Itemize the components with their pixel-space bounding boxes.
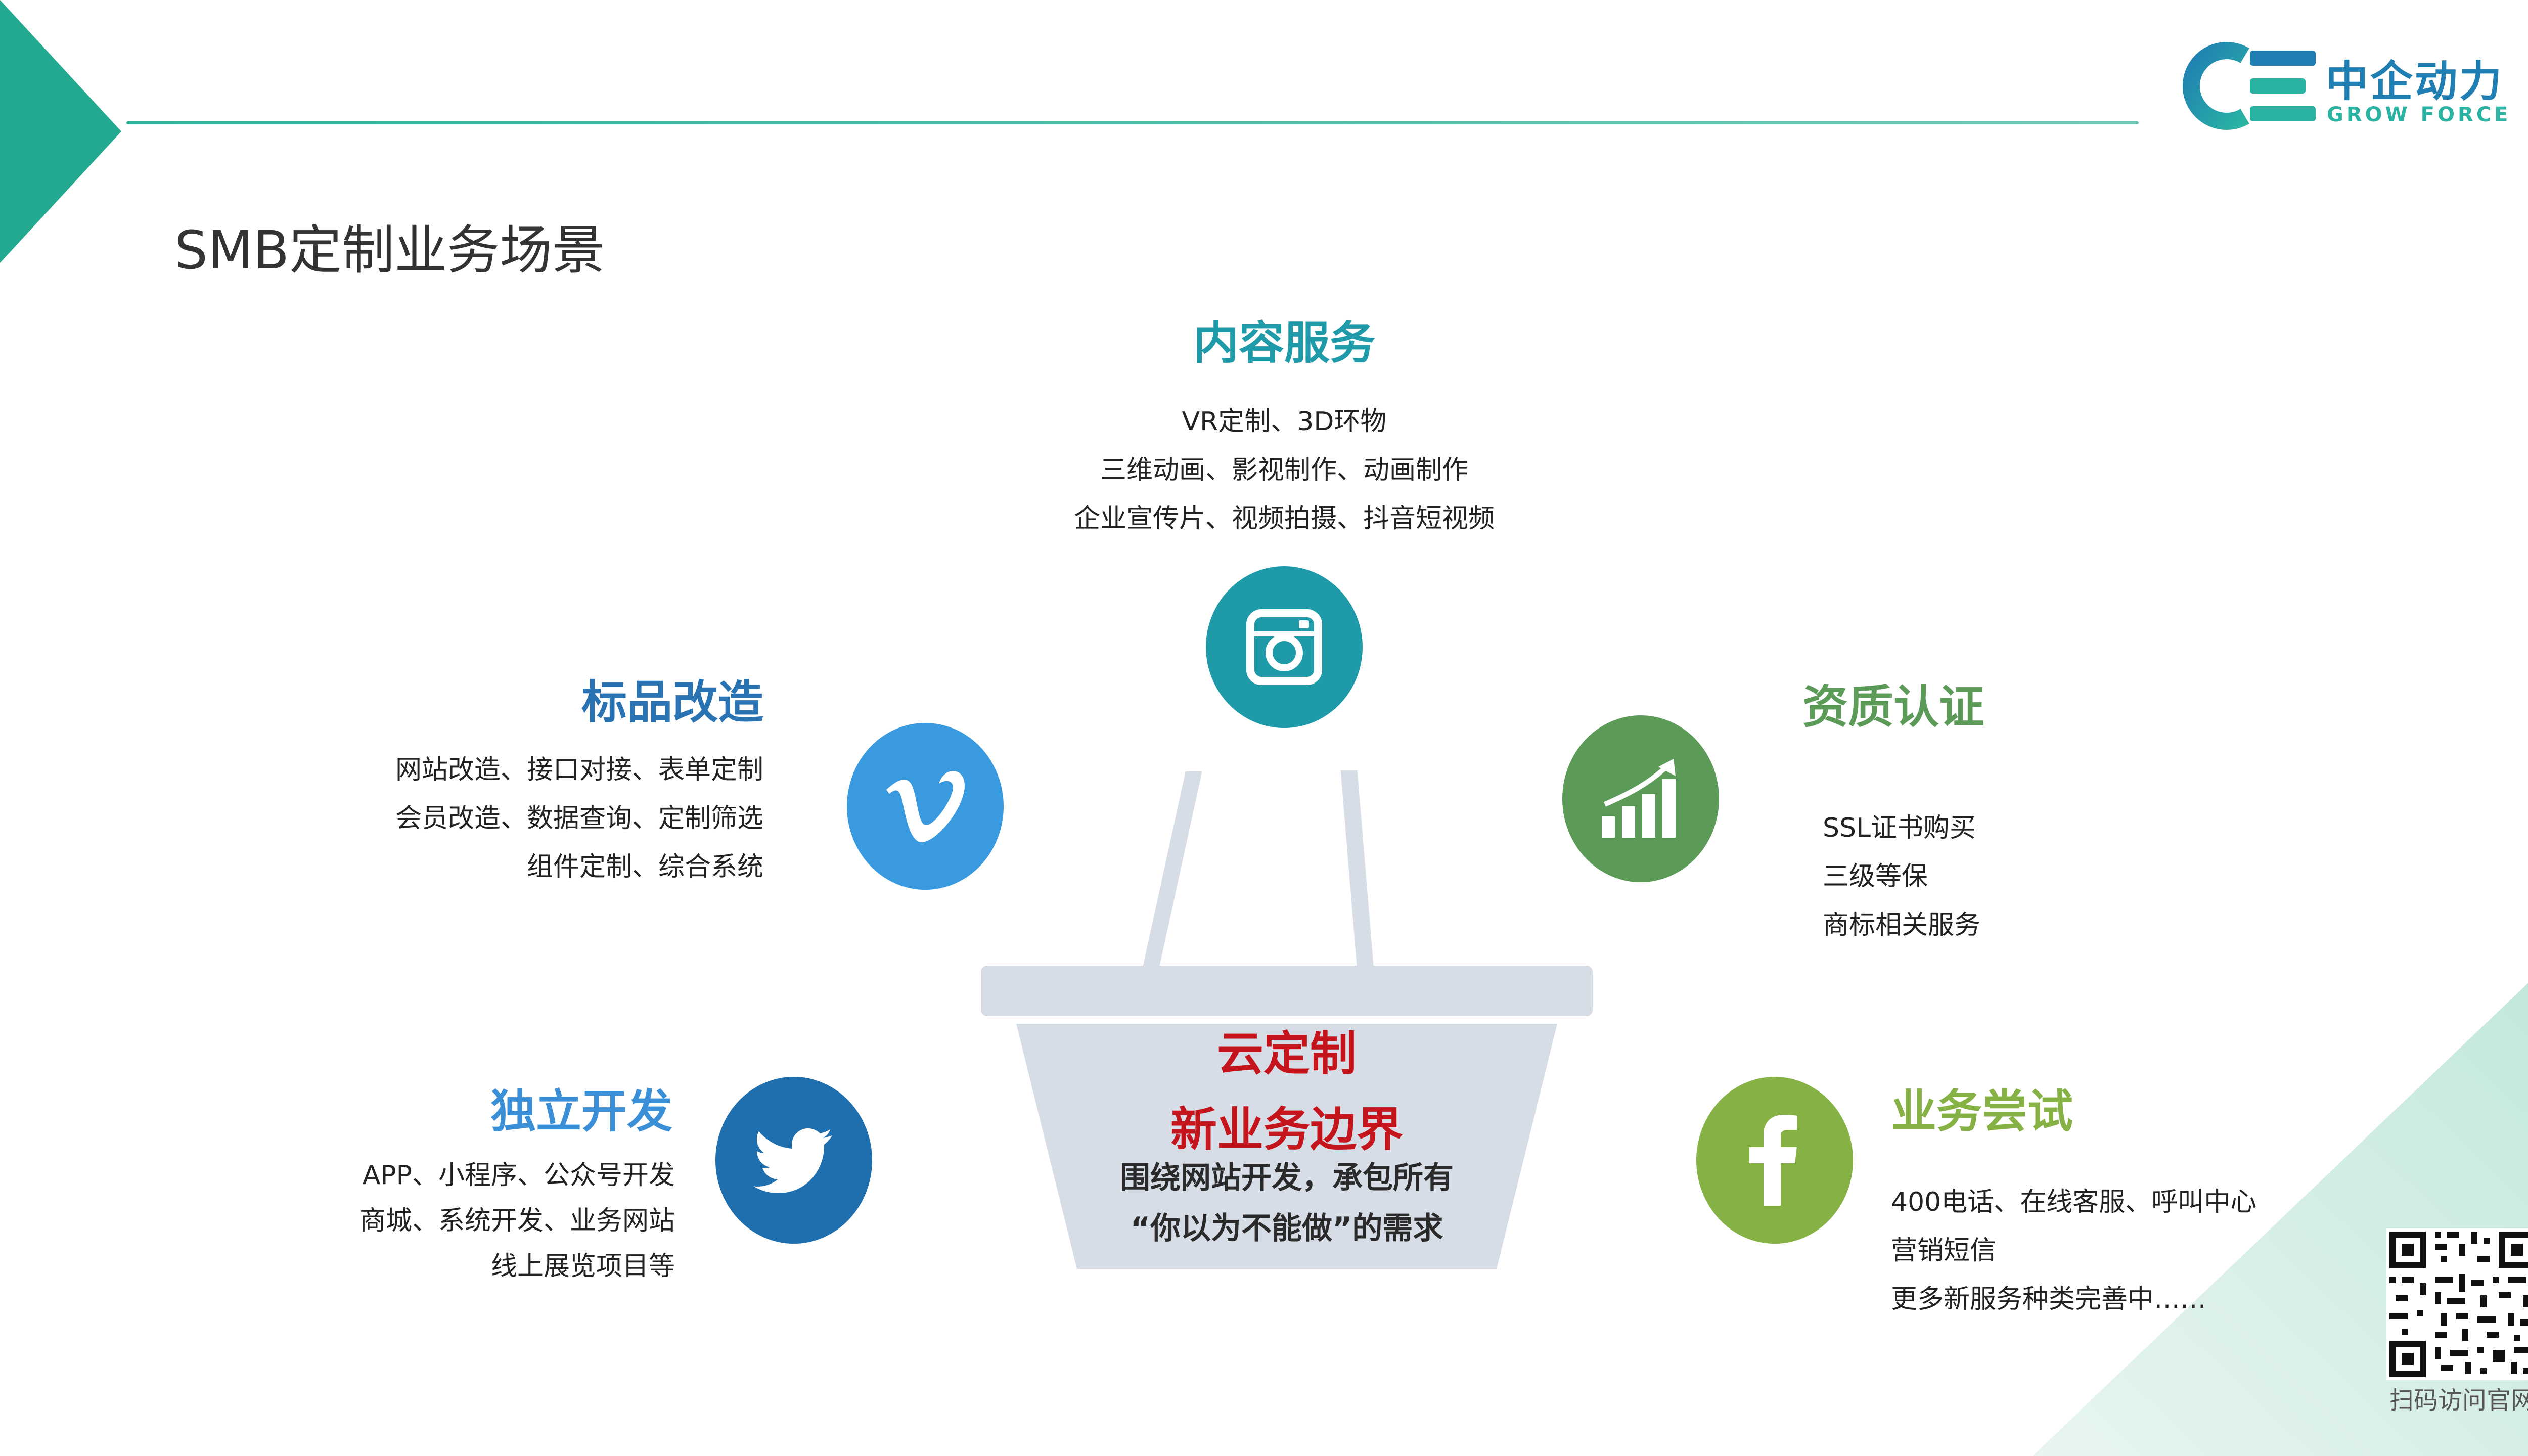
standard-modify-title: 标品改造 <box>581 676 763 729</box>
header-divider <box>126 121 2139 124</box>
list-item: 商城、系统开发、业务网站 <box>359 1206 675 1236</box>
qualification-icon-badge <box>1562 715 1719 882</box>
list-item: 网站改造、接口对接、表单定制 <box>395 755 763 785</box>
standard-modify-icon-badge <box>847 723 1004 890</box>
independent-dev-icon-badge <box>715 1077 872 1244</box>
list-item: APP、小程序、公众号开发 <box>362 1160 675 1191</box>
content-service-list: VR定制、3D环物 三维动画、影视制作、动画制作 企业宣传片、视频拍摄、抖音短视… <box>930 397 1638 543</box>
list-item: 三维动画、影视制作、动画制作 <box>1100 455 1468 485</box>
page-title: SMB定制业务场景 <box>174 219 605 281</box>
qr-code-icon <box>2386 1228 2528 1380</box>
facebook-icon <box>1749 1115 1797 1206</box>
qr-code[interactable] <box>2386 1228 2528 1380</box>
business-trial-title: 业务尝试 <box>1891 1085 2073 1138</box>
basket-description: 围绕网站开发，承包所有 “你以为不能做”的需求 <box>976 1153 1598 1254</box>
basket-title-cloud: 云定制 <box>1216 1027 1357 1081</box>
independent-dev-title: 独立开发 <box>490 1085 672 1138</box>
twitter-icon <box>753 1128 832 1193</box>
logo-name-en: GROW FORCE <box>2327 103 2511 126</box>
list-item: 企业宣传片、视频拍摄、抖音短视频 <box>1073 504 1495 534</box>
list-item: 400电话、在线客服、呼叫中心 <box>1891 1187 2257 1217</box>
instagram-icon <box>1246 609 1322 685</box>
list-item: 营销短信 <box>1891 1236 1997 1266</box>
list-item: 线上展览项目等 <box>490 1251 675 1282</box>
list-item: 组件定制、综合系统 <box>526 852 763 882</box>
list-item: 商标相关服务 <box>1823 910 1981 940</box>
list-item: SSL证书购买 <box>1823 813 1976 843</box>
basket-graphic: 云定制 新业务边界 围绕网站开发，承包所有 “你以为不能做”的需求 <box>976 758 1598 1284</box>
list-item: 更多新服务种类完善中…… <box>1891 1284 2207 1314</box>
content-service-title: 内容服务 <box>1193 316 1375 370</box>
company-logo: 中企动力 GROW FORCE <box>2174 40 2528 131</box>
list-item: 三级等保 <box>1823 861 1928 892</box>
qualification-list: SSL证书购买 三级等保 商标相关服务 <box>1823 804 2278 949</box>
content-service-icon-badge <box>1206 566 1363 728</box>
ce-logo-icon <box>2183 42 2316 130</box>
logo-name-cn: 中企动力 <box>2326 57 2504 106</box>
independent-dev-list: APP、小程序、公众号开发 商城、系统开发、业务网站 线上展览项目等 <box>152 1153 675 1289</box>
qr-caption: 扫码访问官网 <box>2389 1386 2528 1415</box>
business-trial-icon-badge <box>1696 1077 1853 1244</box>
list-item: 会员改造、数据查询、定制筛选 <box>395 803 763 834</box>
basket-description-line: “你以为不能做”的需求 <box>1130 1211 1443 1246</box>
standard-modify-list: 网站改造、接口对接、表单定制 会员改造、数据查询、定制筛选 组件定制、综合系统 <box>152 746 763 891</box>
list-item: VR定制、3D环物 <box>1182 406 1387 437</box>
basket-title-boundary: 新业务边界 <box>1170 1103 1403 1157</box>
basket-description-line: 围绕网站开发，承包所有 <box>1120 1160 1454 1196</box>
business-trial-list: 400电话、在线客服、呼叫中心 营销短信 更多新服务种类完善中…… <box>1891 1178 2346 1324</box>
vimeo-icon <box>886 771 965 842</box>
basket-icon <box>981 764 1593 1269</box>
growth-chart-icon <box>1602 759 1676 838</box>
qualification-title: 资质认证 <box>1802 680 1984 734</box>
corner-triangle-decoration <box>0 0 121 263</box>
